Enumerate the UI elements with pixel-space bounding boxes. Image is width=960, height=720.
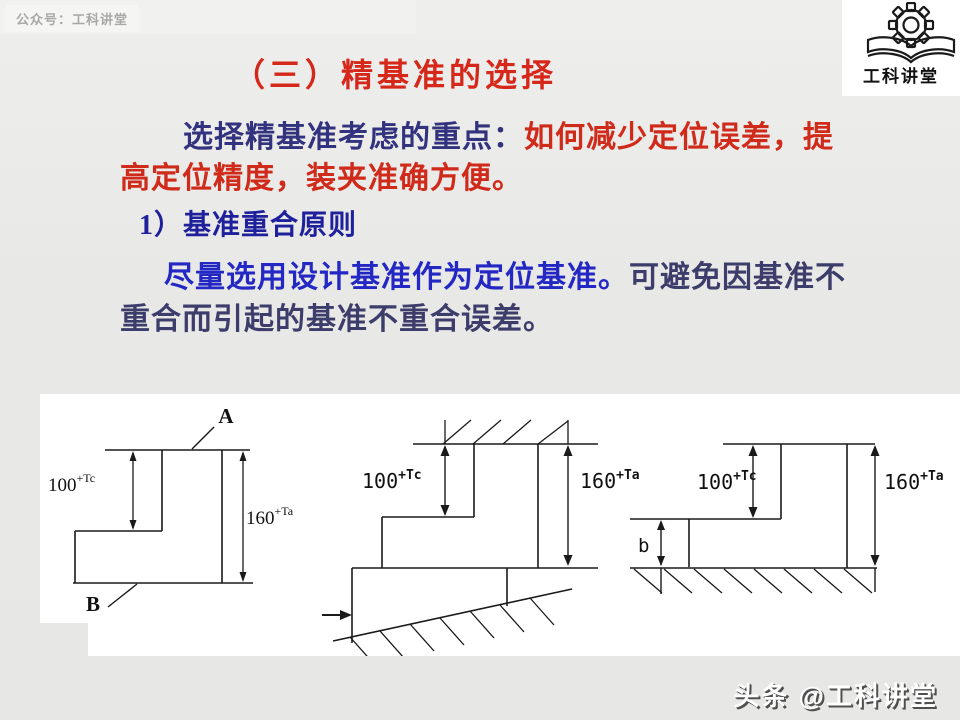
part-outline — [73, 449, 253, 584]
intro-line-1: 选择精基准考虑的重点：如何减少定位误差，提 — [183, 112, 834, 156]
gear-icon — [887, 2, 935, 49]
dimension-b-line — [657, 520, 665, 594]
datum-diagrams: A B 100+Tc 160+Ta — [48, 404, 944, 656]
wechat-account-badge: 公众号：工科讲堂 — [5, 5, 140, 32]
principle-bold-sentence: 尽量选用设计基准作为定位基准。 — [164, 261, 629, 294]
diagram-bottom-locating — [630, 443, 880, 594]
dim-160-label: 160+Ta — [580, 468, 640, 493]
principle-heading: 1）基准重合原则 — [139, 210, 358, 241]
toutiao-watermark: 头条 @工科讲堂 — [733, 681, 938, 711]
principle-line-1: 尽量选用设计基准作为定位基准。可避免因基准不 — [164, 252, 846, 296]
dimension-100-line — [440, 445, 450, 516]
intro-line-2: 高定位精度，装夹准确方便。 — [120, 162, 523, 195]
locating-hatch — [442, 419, 569, 445]
principle-rest-1: 可避免因基准不 — [629, 261, 846, 294]
ground-hatch — [633, 568, 873, 594]
dimension-100-line — [748, 445, 758, 518]
diagram-part-drawing — [73, 426, 253, 608]
figure-panel — [40, 394, 960, 656]
gear-book-logo-icon — [866, 2, 956, 64]
intro-lead: 选择精基准考虑的重点： — [183, 121, 524, 154]
dim-b-label: b — [638, 535, 649, 557]
dimension-160-line — [870, 445, 880, 592]
dimension-100-line — [129, 451, 137, 530]
dim-160-label: 160+Ta — [884, 469, 944, 494]
dim-160-label: 160+Ta — [246, 504, 294, 529]
surface-a-label: A — [218, 404, 234, 428]
surface-b-label: B — [86, 592, 100, 616]
book-icon — [866, 36, 956, 64]
dimension-160-line — [563, 445, 573, 566]
intro-emphasis-1: 如何减少定位误差，提 — [524, 121, 834, 154]
dim-100-label: 100+Tc — [48, 471, 95, 496]
logo-text: 工科讲堂 — [863, 67, 939, 86]
figure-panel-notch — [40, 623, 88, 656]
wedge-hatch — [349, 597, 555, 656]
clamp-force-arrow — [322, 610, 352, 620]
diagram-top-locating — [322, 419, 598, 656]
leader-lines — [107, 426, 215, 608]
dimension-160-line — [239, 451, 247, 582]
slide-title: （三）精基准的选择 — [233, 57, 558, 93]
part-outline — [630, 443, 875, 568]
dim-100-label: 100+Tc — [362, 468, 422, 493]
dim-100-label: 100+Tc — [697, 469, 757, 494]
principle-line-2: 重合而引起的基准不重合误差。 — [120, 303, 554, 336]
part-outline — [352, 444, 598, 569]
wedge-support — [332, 568, 573, 643]
